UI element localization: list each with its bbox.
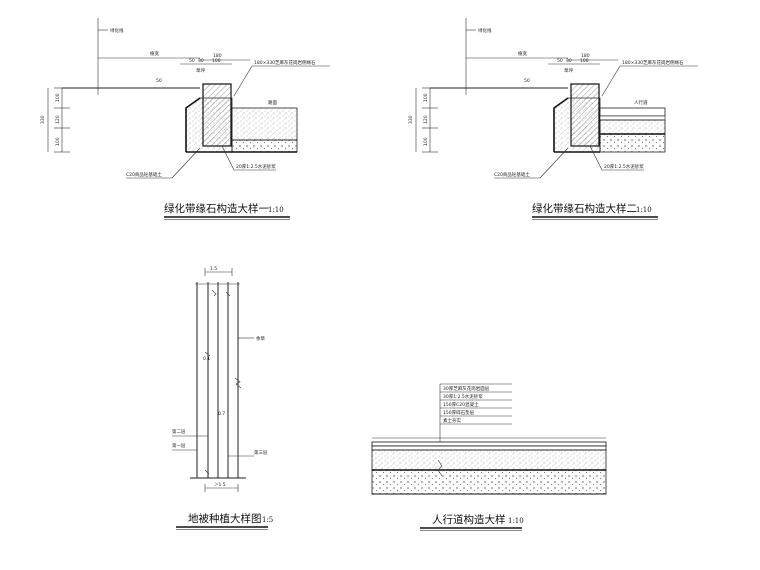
label-mortar-2: 20厚1:2.5水泥砂浆: [604, 163, 644, 170]
curb-stone: [202, 83, 232, 147]
detail1-title: 绿化带缘石构造大样一: [164, 202, 269, 215]
label-top-line: 绿化线: [110, 27, 124, 34]
surface-layer: [371, 441, 607, 447]
dim-mid-2: 0.7: [218, 411, 225, 417]
detail-1: 绿化线 植宽 180 50 30 100 草坪 180×330芝麻灰花岗岩侧缘石…: [40, 18, 330, 220]
dim-100: 100: [212, 58, 221, 64]
detail1-scale: 1:10: [268, 206, 284, 214]
dim-330-2: 330: [408, 115, 414, 124]
layer-label-3: 150厚C20混凝土: [443, 401, 479, 408]
label-mortar: 20厚1:2.5水泥砂浆: [236, 163, 276, 170]
dim-top: 1.5: [210, 266, 217, 272]
sidewalk-gravel: [599, 133, 666, 153]
road-pavement: [231, 107, 298, 141]
mortar-layer: [371, 445, 607, 451]
detail3-scale: 1:5: [262, 516, 273, 524]
label-layer-1: 第一层: [172, 442, 186, 449]
dim-50: 50: [189, 58, 195, 64]
gravel-layer: [371, 469, 607, 495]
label-base-2: C20商品砼基础土: [494, 171, 530, 178]
dim-bottom: ＞1.5: [214, 482, 226, 488]
detail2-title: 绿化带缘石构造大样二: [532, 202, 637, 215]
dim-50-b: 50: [156, 78, 162, 84]
label-top-line-2: 绿化线: [478, 27, 492, 34]
dim-100-v: 100: [55, 93, 61, 102]
detail-2: 绿化线 植宽 180 50 30 100 草坪 180×330芝麻灰花岗岩侧缘石…: [408, 18, 698, 220]
detail2-scale: 1:10: [636, 206, 652, 214]
dim-100-2: 100: [580, 58, 589, 64]
road-gravel: [231, 139, 298, 153]
dim-180-2: 180: [581, 53, 590, 59]
dim-120-v-2: 120: [423, 115, 429, 124]
label-grass-2: 草坪: [564, 67, 573, 74]
label-sidewalk: 人行道: [634, 99, 648, 106]
label-layer-2: 第二层: [172, 428, 186, 435]
label-curb: 180×330芝麻灰花岗岩侧缘石: [254, 59, 316, 66]
dim-180: 180: [213, 53, 222, 59]
dim-50-2: 50: [557, 58, 563, 64]
layer-label-1: 30厚芝麻灰花岗岩面层: [443, 385, 490, 392]
layer-label-2: 30厚1:2.5水泥砂浆: [443, 393, 483, 400]
label-plant-2: 植宽: [518, 50, 527, 57]
label-base: C20商品砼基础土: [126, 171, 162, 178]
dim-30-2: 30: [566, 58, 572, 64]
layer-label-5: 素土夯实: [443, 417, 461, 424]
dim-50-b-2: 50: [524, 78, 530, 84]
dim-100-v-2: 100: [423, 93, 429, 102]
detail4-title: 人行道构造大样: [432, 513, 506, 526]
detail-3: 1.5 0.1 0.7 余草 第二层 第一层 第三层 ＞1.5 地被种植大样图: [172, 266, 273, 530]
concrete-layer: [371, 449, 607, 471]
label-road: 路面: [268, 99, 277, 106]
detail3-title: 地被种植大样图: [188, 512, 262, 525]
dim-100-v2-2: 100: [423, 137, 429, 146]
sidewalk-concrete: [599, 119, 666, 135]
label-right-top: 余草: [256, 335, 265, 342]
dim-30: 30: [198, 58, 204, 64]
label-grass: 草坪: [196, 67, 205, 74]
label-curb-2: 180×330芝麻灰花岗岩侧缘石: [622, 59, 684, 66]
detail4-scale: 1:10: [508, 517, 524, 525]
layer-label-4: 150厚碎石垫层: [443, 409, 475, 416]
curb-stone-2: [570, 83, 600, 147]
dim-100-v2: 100: [55, 137, 61, 146]
label-plant: 植宽: [150, 50, 159, 57]
dim-mid: 0.1: [203, 356, 210, 362]
dim-120-v: 120: [55, 115, 61, 124]
detail-4: 30厚芝麻灰花岗岩面层 30厚1:2.5水泥砂浆 150厚C20混凝土 150厚…: [371, 383, 607, 531]
dim-330: 330: [40, 115, 46, 124]
label-layer-3: 第三层: [254, 449, 268, 456]
